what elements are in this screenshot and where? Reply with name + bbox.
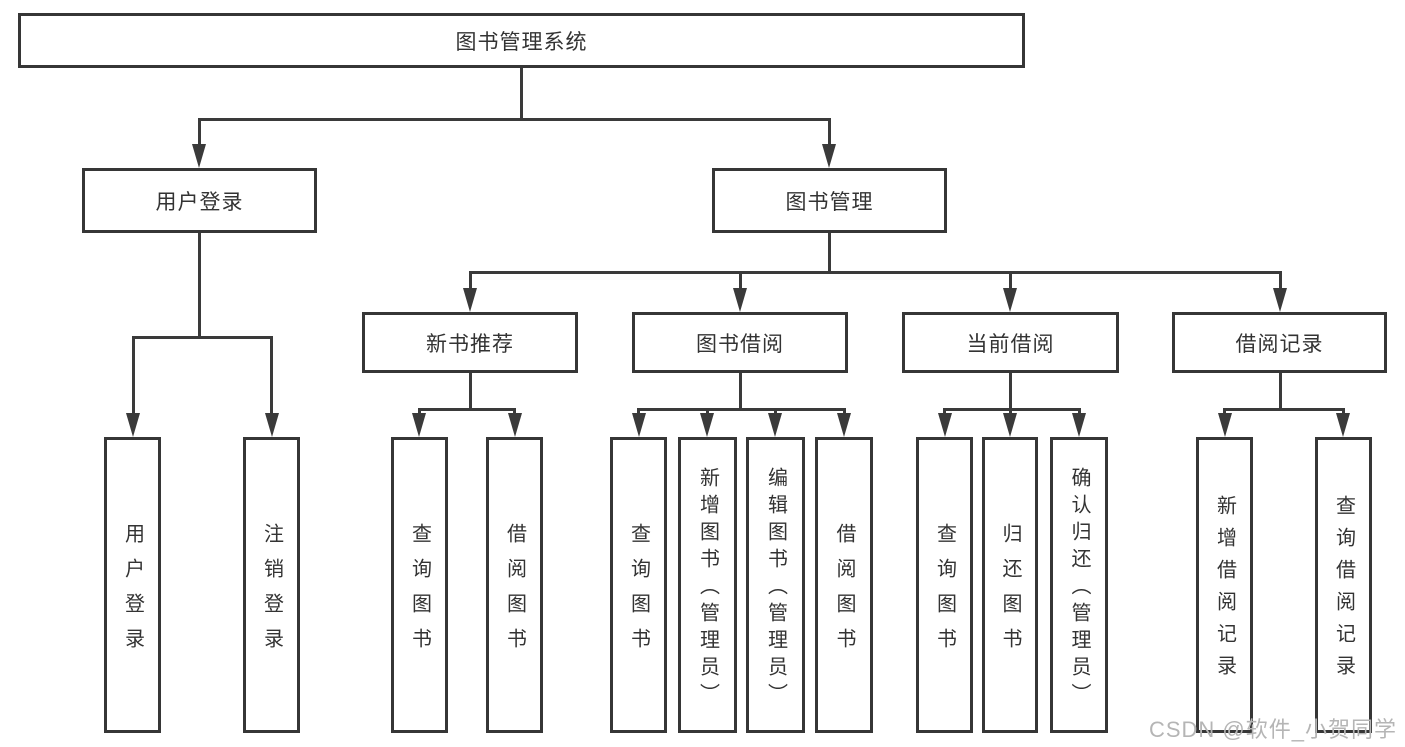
leaf-borrow-books: 借阅图书 [815,437,873,733]
leaf-query-borrow-record: 查询借阅记录 [1315,437,1372,733]
arrowhead-icon [938,413,952,437]
edge-line [774,408,777,415]
arrowhead-icon [265,413,279,437]
node-user-login-label: 用户登录 [155,190,244,214]
leaf-label: 查询借阅记录 [1332,495,1355,687]
node-book-management: 图书管理 [712,168,947,233]
edge-line [1279,373,1282,410]
leaf-label: 查询图书 [933,522,956,663]
arrowhead-icon [412,413,426,437]
arrowhead-icon [822,144,836,168]
edge-line [1223,408,1226,415]
node-new-book-recommend-label: 新书推荐 [426,332,514,356]
leaf-query-books: 查询图书 [916,437,973,733]
edge-line [843,408,846,415]
arrowhead-icon [1273,288,1287,312]
leaf-confirm-return-admin: 确认归还（管理员） [1050,437,1108,733]
edge-line [132,336,135,415]
leaf-label: 借阅图书 [833,522,855,663]
arrowhead-icon [733,288,747,312]
edge-line [739,373,742,410]
node-book-management-label: 图书管理 [785,190,874,214]
edge-line [828,233,831,273]
edge-line [132,336,273,339]
edge-line [513,408,516,415]
edge-line [1009,373,1012,410]
csdn-watermark: CSDN @软件_小贺同学 [1148,717,1397,742]
edge-line [198,233,201,339]
edge-line [469,271,472,290]
arrowhead-icon [632,413,646,437]
arrowhead-icon [1003,413,1017,437]
node-root: 图书管理系统 [18,13,1025,68]
leaf-user-login: 用户登录 [104,437,161,733]
node-book-borrow: 图书借阅 [632,312,848,373]
leaf-query-books: 查询图书 [610,437,667,733]
arrowhead-icon [192,144,206,168]
edge-line [270,336,273,415]
leaf-borrow-books: 借阅图书 [486,437,543,733]
leaf-label: 确认归还（管理员） [1068,467,1090,710]
edge-line [418,408,421,415]
leaf-edit-books-admin: 编辑图书（管理员） [746,437,805,733]
arrowhead-icon [837,413,851,437]
leaf-label: 编辑图书（管理员） [764,467,787,710]
arrowhead-icon [768,413,782,437]
edge-line [1009,271,1012,290]
node-current-borrow: 当前借阅 [902,312,1119,373]
edge-line [520,68,523,118]
node-current-borrow-label: 当前借阅 [966,332,1055,356]
leaf-add-borrow-record: 新增借阅记录 [1196,437,1253,733]
edge-line [198,118,201,146]
edge-line [637,408,846,411]
arrowhead-icon [1336,413,1350,437]
arrowhead-icon [463,288,477,312]
leaf-return-books: 归还图书 [982,437,1038,733]
arrowhead-icon [1072,413,1086,437]
arrowhead-icon [508,413,522,437]
leaf-label: 查询图书 [627,522,650,663]
node-borrow-records: 借阅记录 [1172,312,1387,373]
edge-line [198,118,831,121]
edge-line [469,271,1282,274]
node-book-borrow-label: 图书借阅 [696,332,784,356]
edge-line [943,408,1081,411]
edge-line [739,271,742,290]
leaf-label: 用户登录 [121,522,144,663]
edge-line [1279,271,1282,290]
node-root-label: 图书管理系统 [455,30,588,54]
leaf-label: 借阅图书 [503,522,526,663]
leaf-label: 新增图书（管理员） [696,467,719,710]
leaf-label: 归还图书 [999,522,1021,663]
arrowhead-icon [1218,413,1232,437]
leaf-label: 查询图书 [408,522,431,663]
edge-line [637,408,640,415]
edge-line [943,408,946,415]
node-new-book-recommend: 新书推荐 [362,312,578,373]
edge-line [1009,408,1012,415]
leaf-label: 注销登录 [260,522,283,663]
edge-line [1223,408,1345,411]
edge-line [1342,408,1345,415]
arrowhead-icon [700,413,714,437]
edge-line [469,373,472,410]
edge-line [418,408,516,411]
edge-line [1078,408,1081,415]
arrowhead-icon [126,413,140,437]
leaf-label: 新增借阅记录 [1213,495,1236,687]
leaf-logout: 注销登录 [243,437,300,733]
leaf-query-books: 查询图书 [391,437,448,733]
node-user-login: 用户登录 [82,168,317,233]
node-borrow-records-label: 借阅记录 [1235,332,1324,356]
edge-line [828,118,831,146]
edge-line [706,408,709,415]
leaf-add-books-admin: 新增图书（管理员） [678,437,737,733]
arrowhead-icon [1003,288,1017,312]
